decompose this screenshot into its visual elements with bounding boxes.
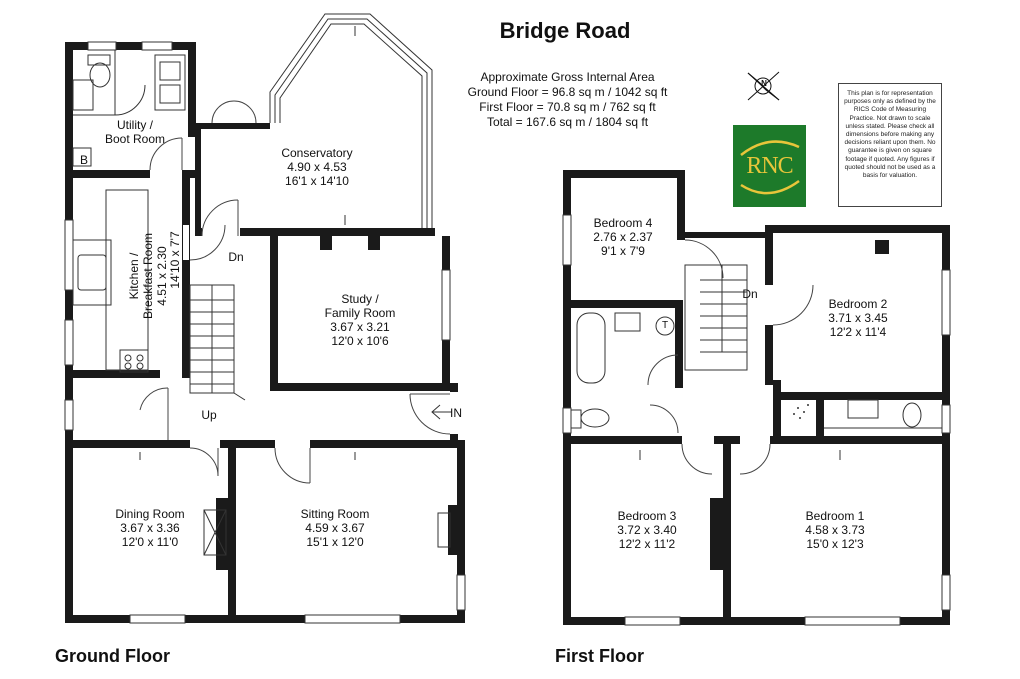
room-kitchen-imperial: 14'10 x 7'7 xyxy=(168,231,182,289)
first-floor-label: First Floor xyxy=(555,646,644,666)
disclaimer-box: This plan is for representation purposes… xyxy=(838,83,942,207)
room-sitting: Sitting Room 4.59 x 3.67 15'1 x 12'0 xyxy=(300,507,370,549)
first-down-label: Dn xyxy=(742,287,758,301)
ground-stairs xyxy=(189,284,246,401)
compass-icon xyxy=(747,71,780,101)
area-heading: Approximate Gross Internal Area xyxy=(480,70,655,84)
boiler-label: B xyxy=(79,153,88,167)
ground-up-label: Up xyxy=(201,408,217,422)
logo-swoosh-icon xyxy=(740,140,800,195)
ground-windows xyxy=(64,41,466,624)
room-bedroom2: Bedroom 2 3.71 x 3.45 12'2 x 11'4 xyxy=(828,297,888,339)
ground-doors xyxy=(139,137,451,484)
conservatory-glazing xyxy=(269,13,433,228)
ground-down-label: Dn xyxy=(228,250,244,264)
area-first: First Floor = 70.8 sq m / 762 sq ft xyxy=(479,100,656,114)
room-conservatory: Conservatory 4.90 x 4.53 16'1 x 14'10 xyxy=(281,146,353,188)
page-title: Bridge Road xyxy=(499,18,631,43)
logo-text: RNC xyxy=(746,153,793,179)
compass-north-label: N xyxy=(761,79,767,88)
room-bedroom3: Bedroom 3 3.72 x 3.40 12'2 x 11'2 xyxy=(617,509,677,551)
room-bedroom4: Bedroom 4 2.76 x 2.37 9'1 x 7'9 xyxy=(593,216,653,258)
room-bedroom1: Bedroom 1 4.58 x 3.73 15'0 x 12'3 xyxy=(805,509,865,551)
tank-label: T xyxy=(661,320,669,331)
company-logo: RNC xyxy=(733,125,806,207)
room-utility: Utility / Boot Room xyxy=(104,118,166,146)
area-summary: Approximate Gross Internal Area Ground F… xyxy=(455,70,680,130)
area-total: Total = 167.6 sq m / 1804 sq ft xyxy=(486,115,649,129)
entrance-label: IN xyxy=(450,406,462,420)
room-kitchen: Kitchen / Breakfast Room 4.51 x 2.30 xyxy=(127,232,169,320)
area-ground: Ground Floor = 96.8 sq m / 1042 sq ft xyxy=(467,85,668,99)
first-windows xyxy=(562,214,951,626)
ground-floor-label: Ground Floor xyxy=(55,646,170,666)
first-stairs xyxy=(684,264,748,371)
room-dining: Dining Room 3.67 x 3.36 12'0 x 11'0 xyxy=(115,507,185,549)
room-study: Study / Family Room 3.67 x 3.21 12'0 x 1… xyxy=(324,292,396,348)
